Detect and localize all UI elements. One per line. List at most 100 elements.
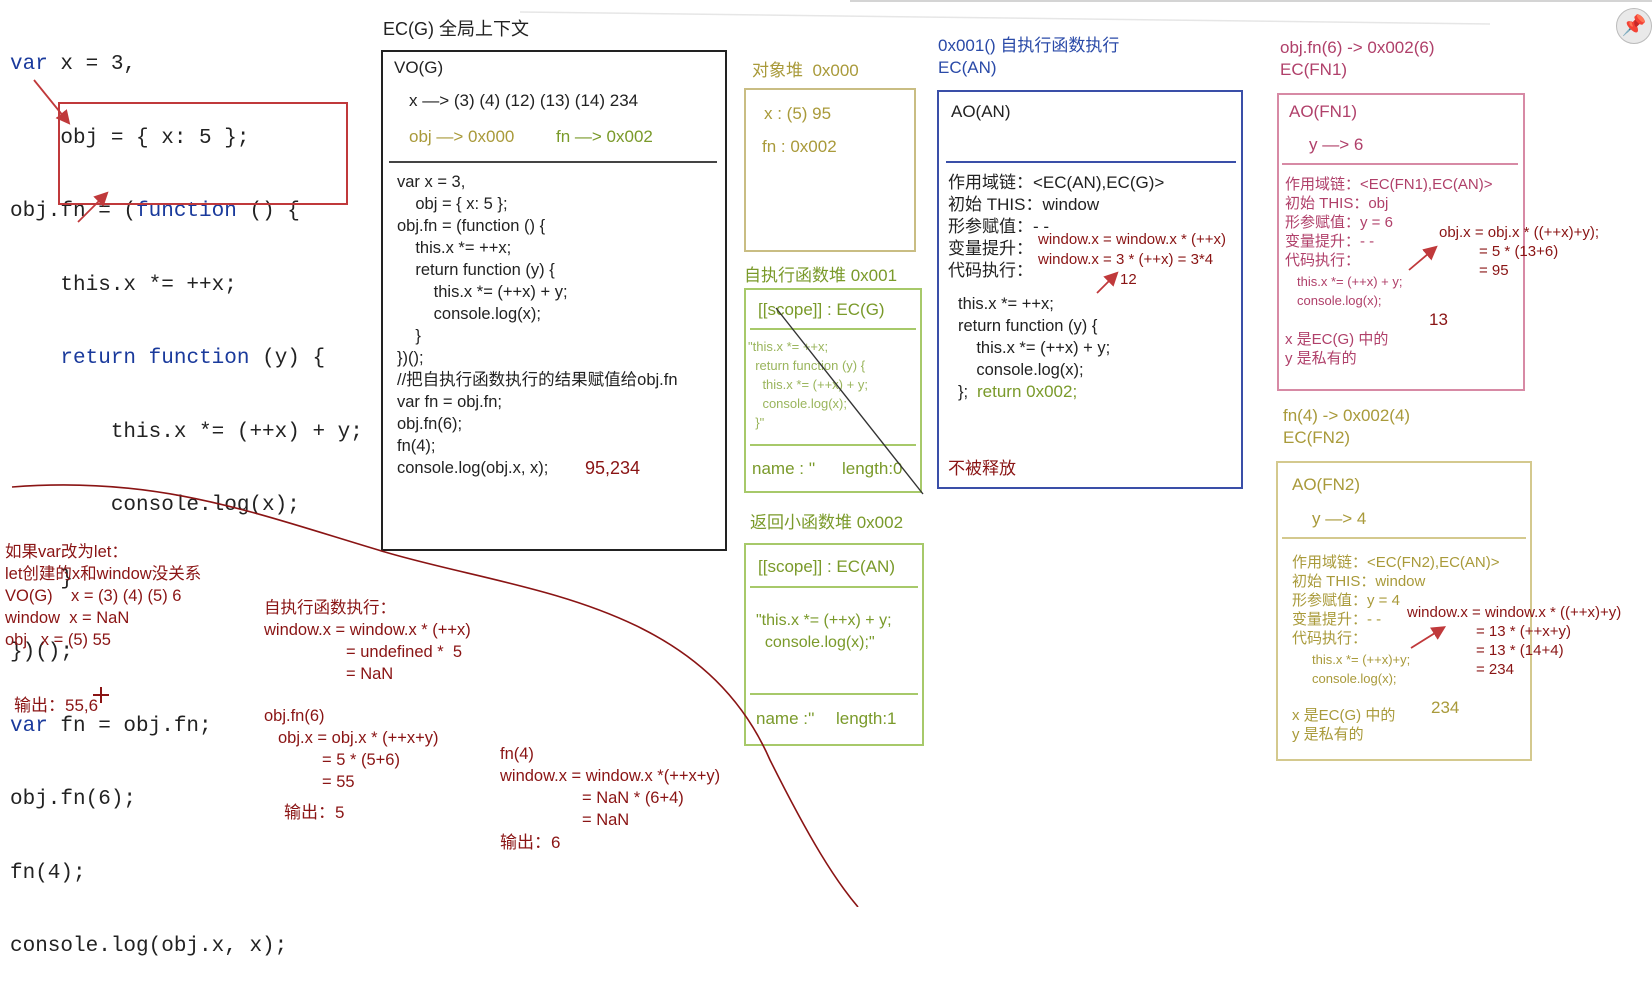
ec-fn1-calc-1: = 5 * (13+6) xyxy=(1479,243,1559,260)
note-line: window.x = window.x *(++x+y) xyxy=(500,767,721,785)
ec-an-this: 初始 THIS：window xyxy=(948,195,1100,214)
code-line: obj = { x: 5 }; xyxy=(10,126,250,150)
ec-fn2-calc-3: = 234 xyxy=(1476,661,1514,678)
heap-obj-title: 对象堆 0x000 xyxy=(752,61,859,80)
ec-fn2-code-0: this.x *= (++x)+y; xyxy=(1312,652,1411,667)
ec-fn1-code-0: this.x *= (++x) + y; xyxy=(1297,274,1403,289)
ec-fn1-hoist: 变量提升：- - xyxy=(1285,233,1375,250)
divider xyxy=(389,161,717,163)
ec-fn1-note2: y 是私有的 xyxy=(1285,350,1357,367)
divider xyxy=(1282,163,1518,165)
ec-an-heading1: 0x001() 自执行函数执行 xyxy=(938,36,1120,55)
ec-fn1-y: y —> 6 xyxy=(1309,135,1364,154)
note-line: = 5 * (5+6) xyxy=(322,751,400,769)
ec-an-code-line: }; xyxy=(958,383,969,401)
ecg-code-line: //把自执行函数执行的结果赋值给obj.fn xyxy=(397,371,678,389)
code-line: this.x *= ++x; xyxy=(10,273,237,297)
note-obj-fn: obj.fn(6) obj.x = obj.x * (++x+y) = 5 * … xyxy=(264,705,439,793)
ecg-code-line: obj.fn(6); xyxy=(397,415,463,433)
ec-an-not-released: 不被释放 xyxy=(948,459,1016,478)
heap-fn2-code-line: console.log(x);" xyxy=(756,634,875,651)
note-line: = NaN * (6+4) xyxy=(582,789,684,807)
heap-fn2-scope: [[scope]] : EC(AN) xyxy=(758,557,895,576)
code-line: obj.fn = (function () { xyxy=(10,200,300,223)
ec-fn2-calc-1: = 13 * (++x+y) xyxy=(1476,623,1572,640)
heap-fn2-code-line: "this.x *= (++x) + y; xyxy=(756,612,892,629)
let-note-line: 如果var改为let： xyxy=(5,543,128,561)
heap-fn1-code: "this.x *= ++x; return function (y) { th… xyxy=(748,337,868,432)
code-line: return function (y) { xyxy=(60,347,326,370)
ec-an-calc1: window.x = window.x * (++x) xyxy=(1038,231,1227,248)
ec-an-return: return 0x002; xyxy=(977,382,1078,401)
ec-fn2-out: 234 xyxy=(1431,698,1460,717)
heap-fn1-code-line: return function (y) { xyxy=(748,358,866,373)
ec-an-calc2: window.x = 3 * (++x) = 3*4 xyxy=(1038,251,1214,268)
ec-an-code-line: return function (y) { xyxy=(958,317,1098,335)
ec-fn2-note2: y 是私有的 xyxy=(1292,726,1364,743)
let-note-line: obj x = (5) 55 xyxy=(5,631,111,649)
ec-an-hoist: 变量提升： xyxy=(948,239,1033,258)
ec-fn2-y: y —> 4 xyxy=(1312,509,1367,528)
heap-fn1-code-line: console.log(x); xyxy=(748,396,847,411)
ec-fn1-this: 初始 THIS：obj xyxy=(1285,195,1389,212)
vo-title: VO(G) xyxy=(394,58,444,77)
note-line: = undefined * 5 xyxy=(346,643,463,661)
ec-fn2-exec: 代码执行： xyxy=(1292,630,1368,647)
ec-an-box xyxy=(937,90,1243,489)
ec-an-code-line: this.x *= (++x) + y; xyxy=(958,339,1111,357)
ecg-code-line: } xyxy=(397,327,421,345)
divider xyxy=(750,586,918,588)
note-line: obj.x = obj.x * (++x+y) xyxy=(278,729,439,747)
ec-fn1-box xyxy=(1277,93,1525,391)
heap-fn1-code-line: this.x *= (++x) + y; xyxy=(748,377,868,392)
code-line: console.log(x); xyxy=(10,494,300,517)
ec-fn2-params: 形参赋值：y = 4 xyxy=(1292,592,1400,609)
let-note-line: let创建的x和window没关系 xyxy=(5,565,202,583)
ec-fn1-params: 形参赋值：y = 6 xyxy=(1285,214,1393,231)
code-line: fn(4); xyxy=(10,861,86,885)
note-obj-fn-output: 输出：5 xyxy=(284,803,345,822)
top-guide-line xyxy=(519,11,1491,25)
heap-fn1-title: 自执行函数堆 0x001 xyxy=(744,266,898,285)
heap-fn2-name: name :'' xyxy=(756,709,815,728)
ec-fn1-calc-2: = 95 xyxy=(1479,262,1509,279)
divider xyxy=(750,328,916,330)
code-line: console.log(obj.x, x); xyxy=(10,935,288,958)
code-line: var x = 3, xyxy=(10,53,137,76)
ec-fn2-this: 初始 THIS：window xyxy=(1292,573,1426,590)
ec-an-code-line: this.x *= ++x; xyxy=(958,295,1054,313)
note-self-exec: 自执行函数执行： window.x = window.x * (++x) = u… xyxy=(264,597,471,685)
ec-an-params: 形参赋值：- - xyxy=(948,217,1050,236)
ecg-code-line: var x = 3, xyxy=(397,173,466,191)
ec-an-exec: 代码执行： xyxy=(948,261,1033,280)
ec-fn1-heading1: obj.fn(6) -> 0x002(6) xyxy=(1280,38,1435,57)
ec-an-scope-chain: 作用域链：<EC(AN),EC(G)> xyxy=(948,173,1165,192)
ec-an-calc3: 12 xyxy=(1120,271,1137,288)
note-line: 自执行函数执行： xyxy=(264,599,396,617)
ecg-code-line: this.x *= ++x; xyxy=(397,239,512,257)
heap-fn1-length: length:0 xyxy=(842,459,903,478)
note-line: = NaN xyxy=(346,665,394,683)
heap-obj-box xyxy=(744,88,916,252)
ec-an-ao: AO(AN) xyxy=(951,102,1011,121)
note-fn4: fn(4) window.x = window.x *(++x+y) = NaN… xyxy=(500,743,720,831)
ec-fn2-code-1: console.log(x); xyxy=(1312,671,1397,686)
divider xyxy=(946,161,1236,163)
ecg-code-line: return function (y) { xyxy=(397,261,555,279)
note-line: window.x = window.x * (++x) xyxy=(264,621,471,639)
ec-fn2-hoist: 变量提升：- - xyxy=(1292,611,1382,628)
ec-fn1-note1: x 是EC(G) 中的 xyxy=(1285,331,1389,348)
divider xyxy=(750,693,918,695)
ec-fn2-scope-chain: 作用域链：<EC(FN2),EC(AN)> xyxy=(1292,554,1500,571)
vo-x: x —> (3) (4) (12) (13) (14) 234 xyxy=(409,91,639,110)
ecg-code-line: obj = { x: 5 }; xyxy=(397,195,508,213)
divider xyxy=(750,444,916,446)
ecg-code-line: obj.fn = (function () { xyxy=(397,217,546,235)
heap-fn2-title: 返回小函数堆 0x002 xyxy=(750,513,904,532)
ec-an-code-line: console.log(x); xyxy=(958,361,1084,379)
ec-fn2-calc-2: = 13 * (14+4) xyxy=(1476,642,1564,659)
let-note: 如果var改为let： let创建的x和window没关系 VO(G) x = … xyxy=(5,541,201,651)
note-fn4-output: 输出：6 xyxy=(500,833,561,852)
pin-icon[interactable]: 📌 xyxy=(1616,8,1652,44)
heap-obj-x: x : (5) 95 xyxy=(764,104,832,123)
